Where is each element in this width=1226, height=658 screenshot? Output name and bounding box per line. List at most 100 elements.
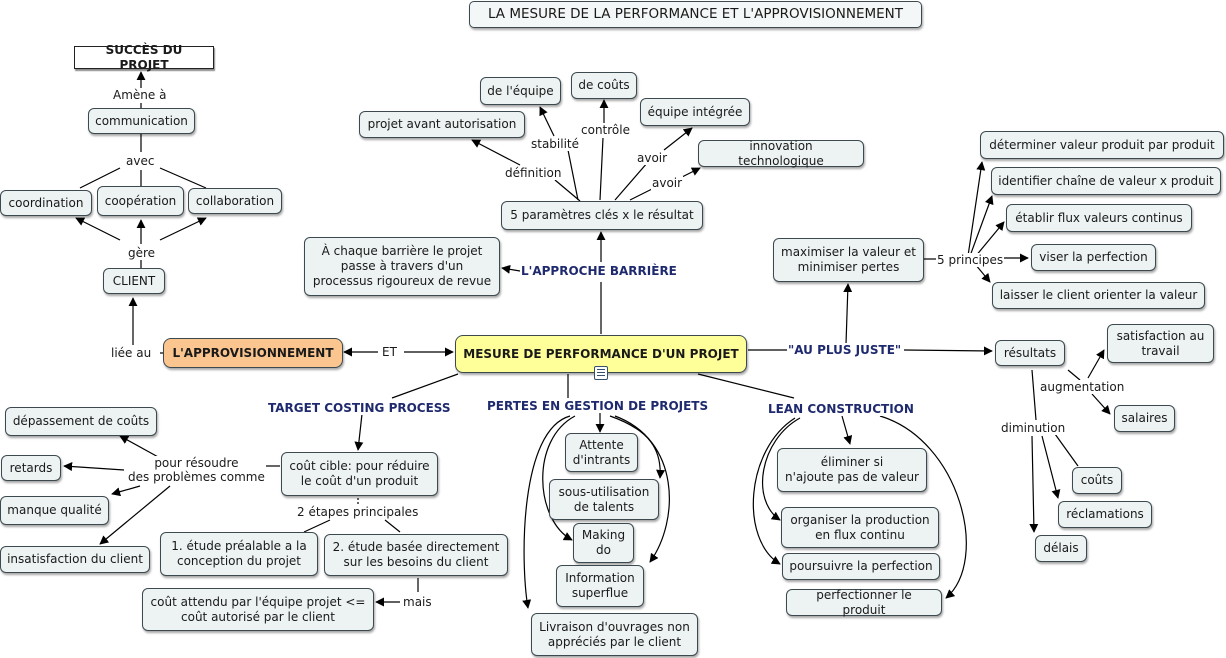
- label-stabilite: stabilité: [530, 137, 581, 151]
- node-principe-4[interactable]: viser la perfection: [1031, 244, 1156, 271]
- label-augmentation: augmentation: [1039, 380, 1126, 394]
- node-communication-text: communication: [95, 113, 188, 128]
- node-de-equipe[interactable]: de l'équipe: [480, 77, 561, 105]
- node-retards-text: retards: [9, 460, 53, 475]
- node-reclamations[interactable]: réclamations: [1058, 501, 1152, 528]
- organiser-line-2: en flux continu: [815, 527, 905, 542]
- node-principe-5[interactable]: laisser le client orienter la valeur: [992, 282, 1205, 309]
- central-node[interactable]: MESURE DE PERFORMANCE D'UN PROJET: [455, 335, 747, 373]
- node-cooperation[interactable]: coopération: [97, 186, 184, 216]
- node-insatisfaction-text: insatisfaction du client: [7, 552, 143, 566]
- label-liee-au: liée au: [110, 346, 153, 360]
- node-making-do[interactable]: Making do: [573, 523, 634, 563]
- label-2-etapes: 2 étapes principales: [296, 505, 420, 519]
- node-information[interactable]: Information superflue: [556, 565, 644, 607]
- node-cooperation-text: coopération: [104, 193, 177, 208]
- pour-resoudre-line-2: des problèmes comme: [128, 470, 265, 484]
- node-innovation[interactable]: innovation technologique: [698, 138, 864, 168]
- eliminer-line-2: n'ajoute pas de valeur: [784, 470, 919, 484]
- node-approvisionnement-text: L'APPROVISIONNEMENT: [172, 345, 334, 360]
- node-collaboration-text: collaboration: [195, 193, 275, 208]
- node-couts-dim[interactable]: coûts: [1072, 467, 1122, 494]
- node-de-couts-text: de coûts: [578, 78, 630, 92]
- node-attente[interactable]: Attente d'intrants: [565, 433, 638, 472]
- node-etude-1[interactable]: 1. étude préalable a la conception du pr…: [160, 532, 318, 576]
- node-coordination[interactable]: coordination: [0, 190, 92, 216]
- attente-line-1: Attente: [579, 437, 624, 452]
- revue-line-1: À chaque barrière le projet: [321, 244, 483, 258]
- node-cout-cible[interactable]: coût cible: pour réduire le coût d'un pr…: [281, 452, 438, 496]
- node-resultats[interactable]: résultats: [995, 340, 1065, 366]
- information-line-1: Information: [565, 571, 635, 585]
- node-satisfaction-travail[interactable]: satisfaction au travail: [1107, 324, 1214, 363]
- node-parametres[interactable]: 5 paramètres clés x le résultat: [501, 201, 703, 230]
- sous-line-1: sous-utilisation: [558, 484, 650, 499]
- cout-cible-line-2: le coût d'un produit: [300, 474, 419, 488]
- node-retards[interactable]: retards: [1, 455, 61, 481]
- label-definition: définition: [504, 166, 563, 180]
- etude1-line-2: conception du projet: [176, 554, 302, 568]
- node-principe-1[interactable]: déterminer valeur produit par produit: [980, 131, 1224, 159]
- node-sous-utilisation[interactable]: sous-utilisation de talents: [549, 479, 659, 520]
- node-poursuivre[interactable]: poursuivre la perfection: [782, 553, 940, 580]
- node-livraison[interactable]: Livraison d'ouvrages non appréciés par l…: [531, 613, 698, 656]
- node-client[interactable]: CLIENT: [103, 268, 165, 294]
- document-icon[interactable]: [594, 366, 608, 380]
- node-eliminer[interactable]: éliminer si n'ajoute pas de valeur: [777, 448, 927, 492]
- pour-resoudre-line-1: pour résoudre: [154, 456, 239, 470]
- node-cout-attendu[interactable]: coût attendu par l'équipe projet <= coût…: [142, 588, 374, 631]
- livraison-line-2: appréciés par le client: [547, 634, 682, 649]
- organiser-line-1: organiser la production: [790, 512, 930, 527]
- node-succes-projet-text: SUCCÈS DU PROJET: [105, 42, 183, 72]
- node-de-couts[interactable]: de coûts: [571, 72, 637, 99]
- node-projet-avant[interactable]: projet avant autorisation: [359, 111, 525, 138]
- node-innovation-text: innovation technologique: [738, 138, 824, 168]
- sous-line-2: de talents: [573, 499, 635, 514]
- label-au-plus-juste: "AU PLUS JUSTE": [787, 343, 903, 357]
- node-insatisfaction[interactable]: insatisfaction du client: [0, 546, 150, 573]
- node-etude-2[interactable]: 2. étude basée directement sur les besoi…: [324, 534, 508, 576]
- node-manque-qualite-text: manque qualité: [7, 503, 102, 517]
- node-collaboration[interactable]: collaboration: [188, 188, 282, 214]
- node-poursuivre-text: poursuivre la perfection: [789, 559, 933, 573]
- label-pertes: PERTES EN GESTION DE PROJETS: [486, 399, 710, 413]
- node-manque-qualite[interactable]: manque qualité: [0, 496, 109, 525]
- satisfaction-line-1: satisfaction au: [1116, 328, 1205, 343]
- revue-line-2: passe à travers d'un: [340, 259, 464, 273]
- node-reclamations-text: réclamations: [1066, 507, 1144, 521]
- node-principe-3-text: établir flux valeurs continus: [1015, 210, 1183, 225]
- node-couts-dim-text: coûts: [1080, 473, 1114, 487]
- attendu-line-1: coût attendu par l'équipe projet <=: [150, 594, 366, 609]
- label-gere: gère: [127, 246, 157, 260]
- node-de-equipe-text: de l'équipe: [487, 83, 554, 98]
- node-equipe-integree[interactable]: équipe intégrée: [640, 98, 750, 126]
- node-perfectionner[interactable]: perfectionner le produit: [786, 587, 942, 617]
- node-parametres-text: 5 paramètres clés x le résultat: [510, 208, 694, 222]
- node-salaires[interactable]: salaires: [1114, 405, 1175, 432]
- label-diminution: diminution: [1000, 421, 1067, 435]
- node-perfectionner-text: perfectionner le produit: [816, 587, 912, 617]
- node-depassement[interactable]: dépassement de coûts: [5, 407, 157, 436]
- making-line-2: do: [596, 543, 611, 557]
- making-line-1: Making: [581, 528, 626, 542]
- node-principe-3[interactable]: établir flux valeurs continus: [1006, 204, 1192, 232]
- label-pour-resoudre: pour résoudre des problèmes comme: [127, 456, 266, 484]
- node-delais[interactable]: délais: [1035, 535, 1087, 562]
- node-barriere-revue[interactable]: À chaque barrière le projet passe à trav…: [304, 237, 500, 296]
- diagram-title: LA MESURE DE LA PERFORMANCE ET L'APPROVI…: [469, 1, 922, 28]
- node-succes-projet[interactable]: SUCCÈS DU PROJET: [74, 43, 214, 72]
- label-mais: mais: [402, 595, 433, 609]
- node-organiser[interactable]: organiser la production en flux continu: [781, 507, 939, 548]
- node-maximiser[interactable]: maximiser la valeur et minimiser pertes: [773, 238, 924, 282]
- label-avoir-1: avoir: [636, 151, 669, 165]
- label-et: ET: [381, 345, 398, 359]
- eliminer-line-1: éliminer si: [820, 455, 884, 469]
- node-principe-2[interactable]: identifier chaîne de valeur x produit: [991, 167, 1221, 195]
- etude2-line-1: 2. étude basée directement: [332, 540, 500, 554]
- etude2-line-2: sur les besoins du client: [343, 555, 489, 569]
- node-approvisionnement[interactable]: L'APPROVISIONNEMENT: [163, 338, 343, 368]
- node-communication[interactable]: communication: [88, 108, 195, 134]
- node-principe-2-text: identifier chaîne de valeur x produit: [998, 173, 1214, 188]
- node-principe-5-text: laisser le client orienter la valeur: [999, 288, 1198, 302]
